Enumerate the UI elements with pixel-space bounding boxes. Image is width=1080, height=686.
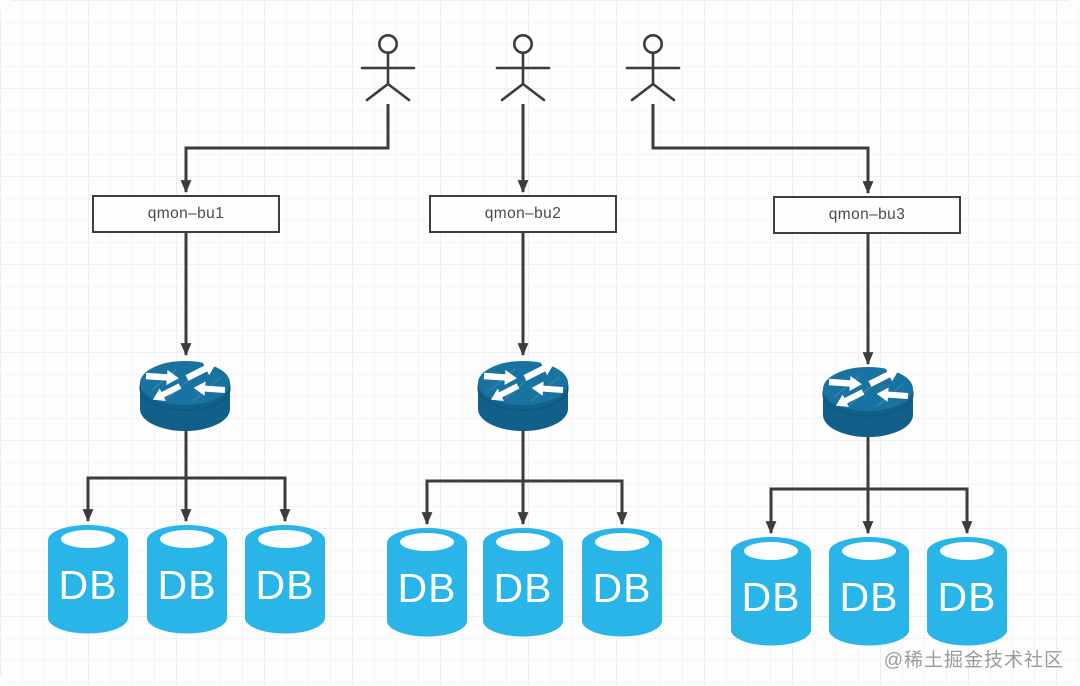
connector [82, 476, 186, 523]
database-cylinder-icon [582, 528, 662, 637]
service-node-qmon-bu3: qmon–bu3 [773, 196, 961, 234]
router-icon [477, 361, 569, 431]
database-label: DB [157, 562, 217, 608]
database-label: DB [58, 562, 118, 608]
database-cylinder-icon [48, 525, 128, 634]
database-node: DB [243, 524, 327, 634]
database-cylinder-icon [829, 537, 909, 646]
database-node: DB [925, 536, 1009, 646]
service-label: qmon–bu2 [484, 205, 562, 222]
router-icon [139, 361, 231, 431]
database-node: DB [827, 536, 911, 646]
database-label: DB [937, 574, 997, 620]
database-cylinder-icon [483, 528, 563, 637]
user-actor-icon [495, 33, 551, 102]
database-cylinder-icon [927, 537, 1007, 646]
service-label: qmon–bu1 [147, 205, 225, 222]
service-label: qmon–bu3 [828, 206, 906, 223]
router-icon [822, 367, 914, 437]
database-cylinder-icon [147, 525, 227, 634]
connector [186, 476, 291, 523]
database-label: DB [592, 565, 652, 611]
database-label: DB [493, 565, 553, 611]
connector [868, 487, 973, 535]
database-label: DB [839, 574, 899, 620]
watermark-text: @稀土掘金技术社区 [883, 650, 1064, 671]
service-node-qmon-bu1: qmon–bu1 [92, 195, 280, 233]
database-node: DB [729, 536, 813, 646]
service-node-qmon-bu2: qmon–bu2 [429, 195, 617, 233]
database-node: DB [481, 527, 565, 637]
connector [180, 104, 390, 194]
database-cylinder-icon [731, 537, 811, 646]
user-actor-icon [360, 33, 416, 102]
database-label: DB [741, 574, 801, 620]
database-cylinder-icon [245, 525, 325, 634]
connector [523, 479, 628, 526]
connector [421, 479, 523, 526]
database-node: DB [385, 527, 469, 637]
database-node: DB [145, 524, 229, 634]
database-node: DB [580, 527, 664, 637]
user-actor-icon [625, 33, 681, 102]
connectors-router-to-db [82, 431, 973, 535]
connector [651, 104, 874, 195]
database-cylinder-icon [387, 528, 467, 637]
database-label: DB [397, 565, 457, 611]
connector [765, 487, 868, 535]
connectors-actor-to-service [180, 104, 874, 195]
connectors-service-to-router [180, 233, 874, 366]
database-label: DB [255, 562, 315, 608]
database-node: DB [46, 524, 130, 634]
